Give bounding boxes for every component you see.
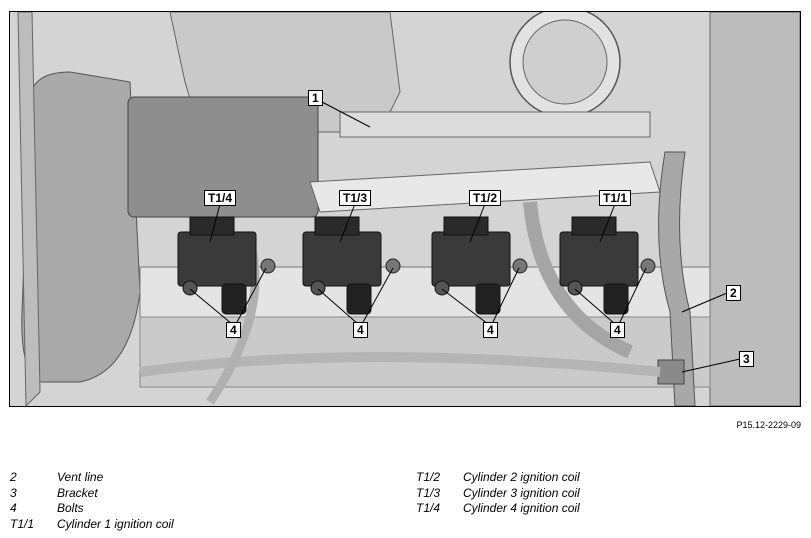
legend-item: T1/4 Cylinder 4 ignition coil	[416, 501, 580, 517]
callout-4-bolts-t1-1: 4	[610, 322, 625, 338]
callout-3: 3	[739, 351, 754, 367]
callout-4-bolts-t1-4: 4	[226, 322, 241, 338]
legend-code: 2	[10, 470, 17, 484]
callout-t1-3: T1/3	[339, 190, 372, 206]
legend-text: Vent line	[57, 470, 104, 484]
legend-item: T1/2 Cylinder 2 ignition coil	[416, 470, 580, 486]
legend-left: 2 Vent line 3 Bracket 4 Bolts T1/1 Cylinder …	[10, 470, 174, 532]
coolant-reservoir	[21, 71, 141, 383]
legend-item: 2 Vent line	[10, 470, 174, 486]
callout-t1-4: T1/4	[204, 190, 237, 206]
legend-code: 3	[10, 485, 17, 500]
legend-code: T1/4	[416, 501, 441, 515]
legend-text: Cylinder 3 ignition coil	[463, 485, 580, 500]
callout-t1-1: T1/1	[599, 190, 632, 206]
legend-code: T1/1	[10, 516, 35, 531]
callout-4-bolts-t1-3: 4	[353, 322, 368, 338]
legend-text: Cylinder 2 ignition coil	[463, 470, 580, 484]
legend-text: Cylinder 4 ignition coil	[463, 501, 580, 515]
callout-2: 2	[726, 285, 741, 301]
engine-illustration: 1 T1/4 T1/3 T1/2 T1/1 4 4 4 4 2 3	[9, 11, 801, 407]
callout-t1-2: T1/2	[469, 190, 502, 206]
legend-code: T1/2	[416, 470, 441, 484]
callout-4-bolts-t1-2: 4	[483, 322, 498, 338]
legend-item: 3 Bracket	[10, 486, 174, 502]
legend-item: 4 Bolts	[10, 501, 174, 517]
ignition-coil-t1-4	[177, 216, 276, 315]
legend-text: Bolts	[57, 501, 84, 515]
leader-lines	[189, 101, 741, 373]
callout-1: 1	[308, 90, 323, 106]
legend-text: Cylinder 1 ignition coil	[57, 516, 174, 531]
legend-item: T1/3 Cylinder 3 ignition coil	[416, 486, 580, 502]
ignition-coil-t1-2	[431, 216, 528, 315]
legend-item: T1/1 Cylinder 1 ignition coil	[10, 517, 174, 533]
left-hose	[17, 12, 41, 406]
vent-line	[658, 151, 696, 406]
engine-drawing	[10, 12, 800, 406]
legend-text: Bracket	[57, 485, 98, 500]
bracket	[657, 359, 685, 385]
right-engine-block	[709, 12, 800, 406]
legend-code: 4	[10, 501, 17, 515]
legend-code: T1/3	[416, 485, 441, 500]
figure-reference: P15.12-2229-09	[736, 420, 801, 430]
